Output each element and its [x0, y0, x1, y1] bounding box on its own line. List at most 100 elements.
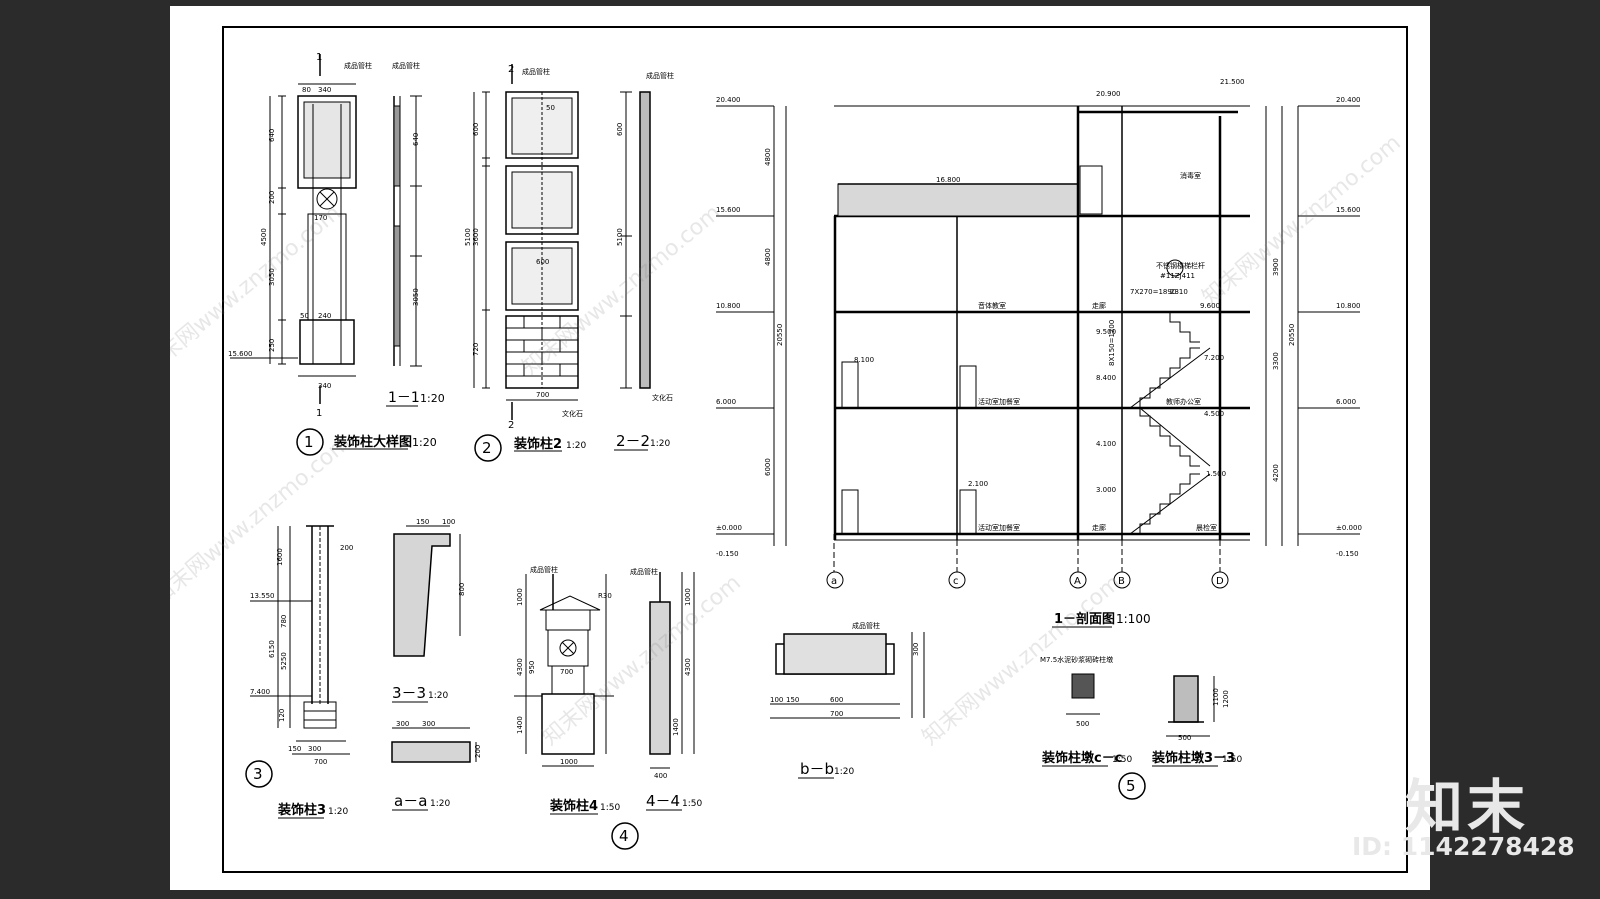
dim-d1-h1: 640	[268, 129, 276, 142]
detail-3-elevation	[250, 525, 350, 755]
dim-d3-w: 700	[314, 758, 327, 766]
title-detail-2: 装饰柱2	[513, 436, 562, 452]
dim-d33-h: 800	[458, 583, 466, 596]
scale-detail-2: 1:20	[566, 441, 586, 451]
cut-mark-2: 2	[508, 64, 514, 75]
label-finish-2b: 成品管柱	[646, 71, 674, 80]
grid-B: B	[1118, 576, 1125, 587]
sec-level-r6: -0.150	[1336, 550, 1359, 558]
sec-level-r2: 15.600	[1336, 206, 1361, 214]
sec-stair-1: 7X270=1890	[1130, 288, 1176, 296]
dim-d3-h5: 200	[340, 544, 353, 552]
room-3: 活动室加餐室	[978, 397, 1020, 406]
sec-level-r1: 20.400	[1336, 96, 1361, 104]
dim-bb-c: 600	[830, 696, 843, 704]
sec-level-r4: 6.000	[1336, 398, 1356, 406]
scale-detail-4: 1:50	[600, 803, 620, 813]
circle-label-2: 2	[482, 439, 492, 457]
detail-3-3-section	[393, 525, 461, 657]
sec-mark-12: 2.100	[968, 480, 988, 488]
sec-mark-2: 21.500	[1220, 78, 1245, 86]
dim-d1-side: 80	[302, 86, 311, 94]
dim-d44-w: 400	[654, 772, 667, 780]
title-detail-4: 装饰柱4	[549, 798, 598, 814]
sec-level-6: -0.150	[716, 550, 739, 558]
dim-d44-h1: 1000	[684, 588, 692, 606]
sec-h-8: 20550	[1288, 324, 1296, 346]
dim-bb-d: 700	[830, 710, 843, 718]
title-pier-33: 装饰柱墩3－3	[1151, 750, 1235, 766]
label-rail: 不锈钢楼梯栏杆	[1156, 261, 1205, 270]
scale-section-3-3: 1:20	[428, 691, 448, 701]
sec-level-1: 20.400	[716, 96, 741, 104]
sec-mark-3: 16.800	[936, 176, 961, 184]
dim-d2-h1: 600	[472, 123, 480, 136]
title-detail-3: 装饰柱3	[277, 802, 326, 818]
watermark-6: 知末网www.znzmo.com	[1198, 130, 1406, 310]
label-finish-1: 成品管柱	[344, 61, 372, 70]
dim-d4-w2: 700	[560, 668, 573, 676]
dim-d4-h3: 950	[528, 661, 536, 674]
dim-d1s-h4: 3050	[412, 288, 420, 306]
sec-h-1: 4800	[764, 148, 772, 166]
dim-d1-h3: 4500	[260, 228, 268, 246]
scale-pier-33: 1:50	[1222, 755, 1242, 765]
dim-pc-w2: 500	[1178, 734, 1191, 742]
dim-bb-h: 300	[912, 643, 920, 656]
sec-mark-7: 8.100	[854, 356, 874, 364]
scale-section-b-b: 1:20	[834, 767, 854, 777]
sec-h-6: 3300	[1272, 352, 1280, 370]
sec-mark-8: 7.200	[1204, 354, 1224, 362]
sec-mark-10: 4.100	[1096, 440, 1116, 448]
label-stone-2: 文化石	[562, 409, 583, 418]
grid-A: A	[1074, 576, 1081, 587]
dim-d2s-h3: 5100	[616, 228, 624, 246]
dim-d44-h4: 1400	[672, 718, 680, 736]
dim-d2-s: 50	[546, 104, 555, 112]
room-4: 教师办公室	[1166, 397, 1201, 406]
sec-stair-2: 2310	[1170, 288, 1188, 296]
scale-section-1-1: 1:20	[420, 392, 445, 405]
dim-pc-h2: 1200	[1222, 690, 1230, 708]
scale-section-11: 1:100	[1116, 612, 1151, 626]
section-1-1	[716, 105, 1360, 589]
dim-d3-w2: 150	[288, 745, 301, 753]
dim-d1-h5: 250	[268, 339, 276, 352]
label-stone-2b: 文化石	[652, 393, 673, 402]
grid-c: c	[953, 576, 959, 587]
title-section-a-a: a－a	[394, 792, 427, 810]
dim-d1-bottom: 340	[318, 382, 331, 390]
label-mortar: M7.5水泥砂浆砌砖柱墩	[1040, 655, 1113, 664]
dim-d2-h2: 3600	[472, 228, 480, 246]
detail-b-b-section	[770, 632, 925, 719]
dim-d3-h2: 6150	[268, 640, 276, 658]
sec-h-4: 20550	[776, 324, 784, 346]
scale-detail-1: 1:20	[412, 436, 437, 449]
scale-section-2-2: 1:20	[650, 439, 670, 449]
title-section-b-b: b－b	[800, 760, 834, 778]
dim-d4-h1: 1000	[516, 588, 524, 606]
cut-mark-2b: 2	[508, 420, 514, 431]
label-finish-4: 成品管柱	[530, 565, 558, 574]
scale-section-a-a: 1:20	[430, 799, 450, 809]
level-d1: 15.600	[228, 350, 253, 358]
grid-a: a	[831, 576, 837, 587]
sec-level-5: ±0.000	[716, 524, 742, 532]
dim-da-a: 300	[396, 720, 409, 728]
cad-drawing: 340 80 640 200 4500 3050 250 240 50 170 …	[170, 52, 1406, 850]
pier-details	[1066, 673, 1215, 737]
label-finish-2: 成品管柱	[522, 67, 550, 76]
dim-d3-w3: 300	[308, 745, 321, 753]
scale-pier-c: 1:50	[1112, 755, 1132, 765]
sec-h-5: 3900	[1272, 258, 1280, 276]
room-5b: 走廊	[1092, 523, 1106, 532]
dim-d2-h3: 5100	[464, 228, 472, 246]
dim-d1-w2: 240	[318, 312, 331, 320]
dim-da-b: 200	[474, 745, 482, 758]
room-1: 消毒室	[1180, 171, 1201, 180]
circle-label-1: 1	[304, 433, 314, 451]
dim-d1-top: 340	[318, 86, 331, 94]
label-finish-4b: 成品管柱	[630, 567, 658, 576]
title-section-4-4: 4－4	[646, 792, 680, 810]
detail-2-elevation	[473, 64, 651, 420]
